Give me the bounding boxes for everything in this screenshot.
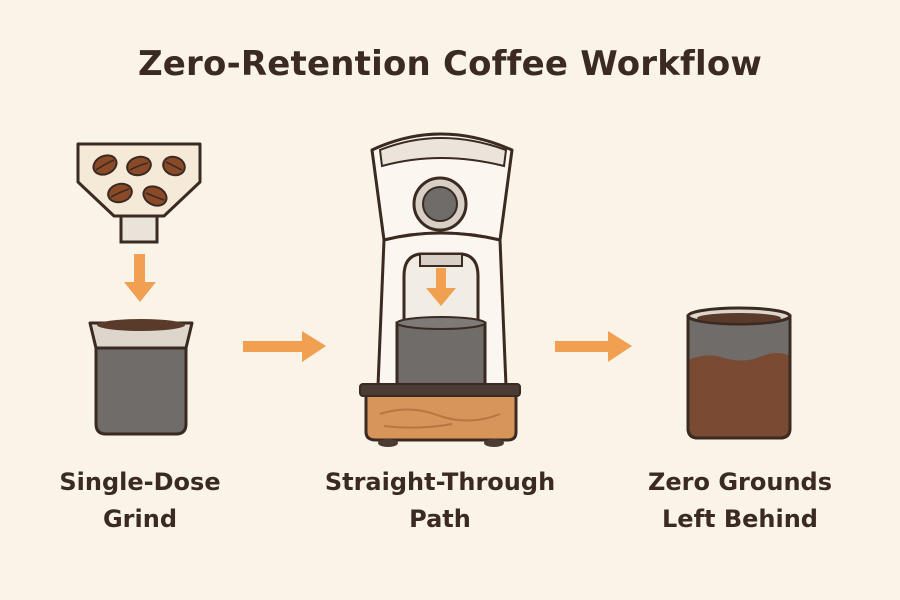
grounds-cup-1: [88, 319, 194, 436]
step-1-line-1: Single-Dose: [59, 468, 221, 496]
step-label-zero-grounds: Zero Grounds Left Behind: [630, 464, 850, 538]
right-arrow-2: [555, 331, 632, 362]
bean-hopper: [76, 142, 202, 244]
down-arrow-2: [426, 268, 456, 306]
grinder: [359, 132, 521, 447]
step-1-line-2: Grind: [102, 505, 178, 533]
step-label-single-dose: Single-Dose Grind: [40, 464, 240, 538]
step-3-line-1: Zero Grounds: [647, 468, 833, 496]
wooden-base: [359, 383, 521, 447]
page-title: Zero-Retention Coffee Workflow: [137, 44, 763, 84]
step-label-straight-through: Straight-Through Path: [320, 464, 560, 538]
right-arrow-1: [243, 331, 326, 362]
step-3-line-2: Left Behind: [662, 505, 818, 533]
grounds-cup-2: [686, 306, 792, 440]
down-arrow-1: [124, 254, 156, 302]
step-2-line-1: Straight-Through: [324, 468, 556, 496]
dial-knob: [412, 176, 468, 232]
step-2-line-2: Path: [409, 505, 471, 533]
